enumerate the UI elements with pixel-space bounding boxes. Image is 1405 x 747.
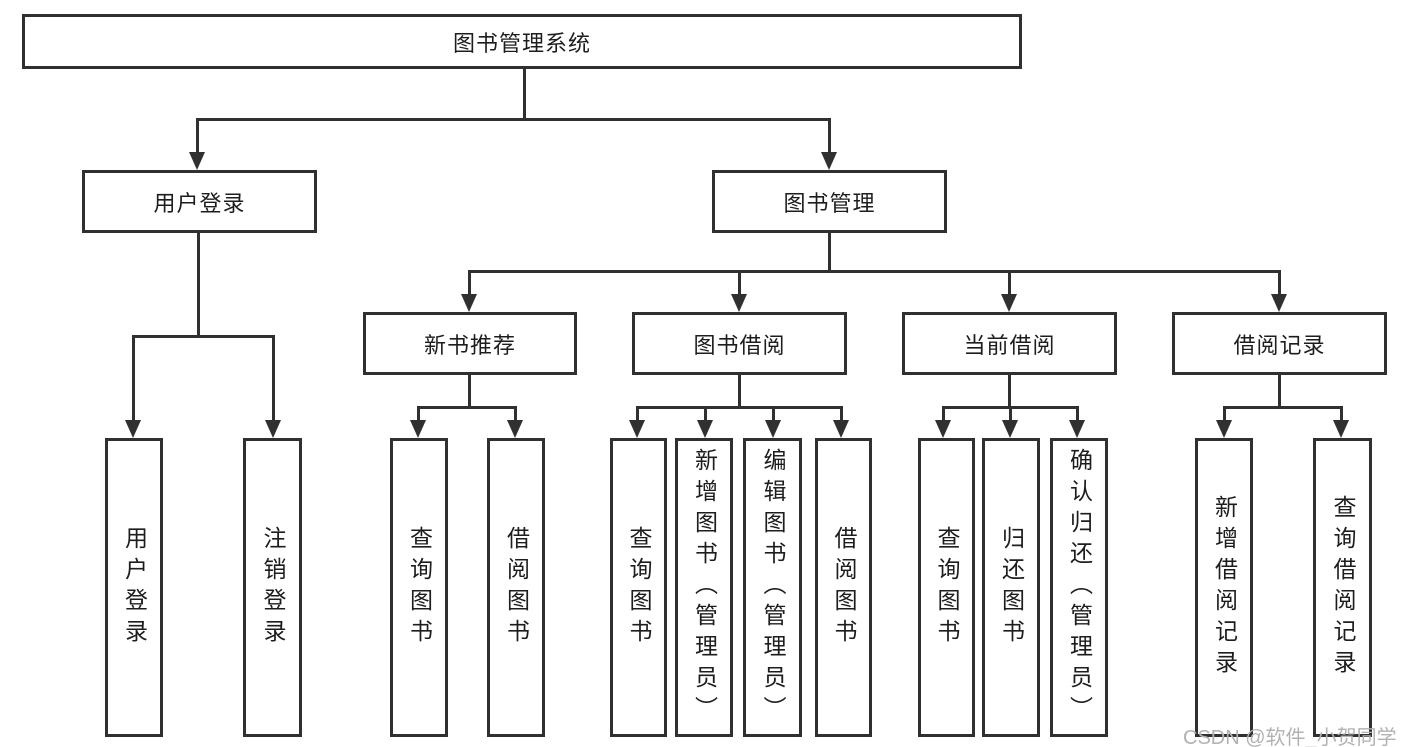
node-user-login: 用户登录 bbox=[82, 170, 317, 233]
leaf-label: 编辑图书（管理员） bbox=[760, 448, 786, 727]
arrowhead-down-icon bbox=[125, 420, 141, 438]
node-library-system: 图书管理系统 bbox=[22, 14, 1022, 69]
connector-line bbox=[1278, 270, 1281, 296]
connector-line bbox=[636, 406, 843, 409]
leaf-label: 查询图书 bbox=[934, 525, 960, 650]
connector-line bbox=[523, 69, 526, 119]
arrowhead-down-icon bbox=[1002, 420, 1018, 438]
leaf-label: 新增借阅记录 bbox=[1211, 494, 1238, 681]
connector-line bbox=[772, 406, 775, 422]
arrowhead-down-icon bbox=[410, 420, 426, 438]
connector-line bbox=[468, 375, 471, 409]
connector-line bbox=[468, 270, 1281, 273]
connector-line bbox=[132, 335, 135, 422]
connector-line bbox=[942, 406, 945, 422]
connector-line bbox=[514, 406, 517, 422]
leaf-query-books-borrow: 查询图书 bbox=[610, 438, 667, 737]
leaf-edit-book-admin: 编辑图书（管理员） bbox=[743, 438, 802, 737]
leaf-query-books-current: 查询图书 bbox=[918, 438, 975, 737]
connector-line bbox=[636, 406, 639, 422]
arrowhead-down-icon bbox=[265, 420, 281, 438]
arrowhead-down-icon bbox=[507, 420, 523, 438]
connector-line bbox=[1076, 406, 1079, 422]
leaf-return-books: 归还图书 bbox=[982, 438, 1040, 737]
connector-line bbox=[828, 233, 831, 273]
leaf-label: 新增图书（管理员） bbox=[691, 448, 718, 727]
connector-line bbox=[738, 270, 741, 296]
connector-line bbox=[1223, 406, 1343, 409]
leaf-query-books-recommend: 查询图书 bbox=[390, 438, 448, 737]
node-current-borrow: 当前借阅 bbox=[902, 312, 1117, 375]
leaf-user-login: 用户登录 bbox=[105, 438, 163, 737]
connector-line bbox=[1340, 406, 1343, 422]
connector-line bbox=[1008, 375, 1011, 409]
leaf-add-borrow-record: 新增借阅记录 bbox=[1195, 438, 1253, 737]
connector-line bbox=[196, 118, 831, 121]
leaf-label: 借阅图书 bbox=[831, 525, 857, 650]
leaf-confirm-return-admin: 确认归还（管理员） bbox=[1050, 438, 1108, 737]
leaf-label: 注销登录 bbox=[260, 525, 286, 650]
arrowhead-down-icon bbox=[1271, 294, 1287, 312]
arrowhead-down-icon bbox=[821, 152, 837, 170]
leaf-label: 查询借阅记录 bbox=[1330, 494, 1356, 681]
leaf-label: 查询图书 bbox=[626, 525, 652, 650]
connector-line bbox=[840, 406, 843, 422]
connector-line bbox=[417, 406, 420, 422]
node-new-book-recommend: 新书推荐 bbox=[363, 312, 577, 375]
connector-line bbox=[1278, 375, 1281, 409]
connector-line bbox=[132, 335, 274, 338]
node-borrow-records: 借阅记录 bbox=[1172, 312, 1387, 375]
arrowhead-down-icon bbox=[1216, 420, 1232, 438]
arrowhead-down-icon bbox=[935, 420, 951, 438]
leaf-label: 用户登录 bbox=[121, 525, 148, 650]
arrowhead-down-icon bbox=[765, 420, 781, 438]
node-book-management: 图书管理 bbox=[712, 170, 947, 233]
leaf-borrow-books-recommend: 借阅图书 bbox=[487, 438, 545, 737]
arrowhead-down-icon bbox=[1001, 294, 1017, 312]
leaf-add-book-admin: 新增图书（管理员） bbox=[675, 438, 733, 737]
leaf-borrow-books: 借阅图书 bbox=[815, 438, 872, 737]
arrowhead-down-icon bbox=[629, 420, 645, 438]
arrowhead-down-icon bbox=[697, 420, 713, 438]
connector-line bbox=[1009, 406, 1012, 422]
arrowhead-down-icon bbox=[833, 420, 849, 438]
connector-line bbox=[828, 118, 831, 156]
connector-line bbox=[197, 233, 200, 338]
node-book-borrow: 图书借阅 bbox=[632, 312, 847, 375]
connector-line bbox=[196, 118, 199, 156]
leaf-label: 查询图书 bbox=[406, 525, 433, 650]
leaf-label: 借阅图书 bbox=[503, 525, 530, 650]
arrowhead-down-icon bbox=[461, 294, 477, 312]
connector-line bbox=[272, 335, 275, 422]
connector-line bbox=[738, 375, 741, 409]
connector-line bbox=[468, 270, 471, 296]
arrowhead-down-icon bbox=[1333, 420, 1349, 438]
arrowhead-down-icon bbox=[189, 152, 205, 170]
leaf-query-borrow-record: 查询借阅记录 bbox=[1313, 438, 1372, 737]
connector-line bbox=[1008, 270, 1011, 296]
leaf-label: 确认归还（管理员） bbox=[1066, 448, 1093, 727]
leaf-logout: 注销登录 bbox=[243, 438, 302, 737]
connector-line bbox=[704, 406, 707, 422]
arrowhead-down-icon bbox=[1069, 420, 1085, 438]
leaf-label: 归还图书 bbox=[998, 525, 1025, 650]
connector-line bbox=[1223, 406, 1226, 422]
connector-line bbox=[417, 406, 517, 409]
watermark: CSDN @软件_小贺同学 bbox=[1183, 727, 1397, 747]
arrowhead-down-icon bbox=[731, 294, 747, 312]
